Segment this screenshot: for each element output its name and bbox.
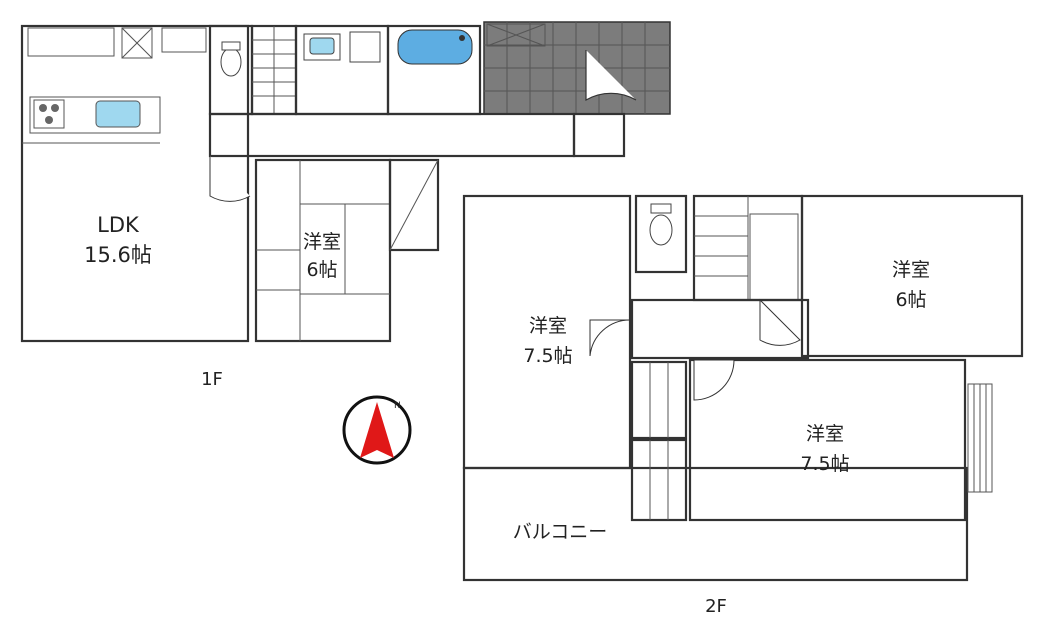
room-2f-west-size: 7.5帖 bbox=[523, 345, 572, 367]
entrance-door bbox=[585, 50, 637, 102]
pantry bbox=[121, 27, 153, 59]
ldk-room bbox=[20, 24, 250, 343]
western-room-2f-west bbox=[462, 194, 632, 470]
ldk-size: 15.6帖 bbox=[84, 243, 152, 267]
compass-north-label: N bbox=[394, 401, 401, 411]
room-2f-ne-size: 6帖 bbox=[895, 289, 926, 311]
floor-1-plan: LDK 15.6帖 洋室 6帖 1F bbox=[20, 21, 671, 390]
kitchen-counter bbox=[27, 27, 115, 57]
shoe-cabinet bbox=[486, 23, 546, 47]
floor-2-plan: 洋室 7.5帖 洋室 6帖 洋室 7.5帖 バルコニー 2F bbox=[462, 194, 1024, 617]
toilet-icon bbox=[220, 47, 242, 77]
western-room-2f-se bbox=[688, 358, 967, 522]
toilet-icon-2f bbox=[649, 214, 673, 246]
north-arrow-icon bbox=[360, 402, 394, 458]
room-2f-se-name: 洋室 bbox=[806, 423, 844, 445]
balcony bbox=[462, 466, 969, 582]
room-2f-west-name: 洋室 bbox=[529, 315, 567, 337]
hallway-1f bbox=[208, 112, 576, 158]
stove-icon bbox=[33, 99, 65, 129]
entrance-tiled bbox=[483, 21, 671, 115]
room-2f-ne-name: 洋室 bbox=[892, 259, 930, 281]
closet-2f-stair bbox=[749, 213, 799, 301]
kitchen-island bbox=[29, 96, 161, 134]
bathtub-icon bbox=[397, 29, 473, 65]
sink-icon bbox=[95, 100, 141, 128]
hallway-2f bbox=[630, 298, 810, 360]
floor-2-label: 2F bbox=[705, 596, 727, 617]
oshiire-closet bbox=[388, 158, 440, 252]
ldk-name: LDK bbox=[97, 213, 140, 237]
hall-closet-1f bbox=[572, 112, 626, 158]
compass: N bbox=[342, 395, 412, 465]
room-2f-se-size: 7.5帖 bbox=[800, 453, 849, 475]
western-room-2f-ne bbox=[800, 194, 1024, 358]
floor-1-label: 1F bbox=[201, 369, 223, 390]
closet-2f-mid-lower bbox=[630, 438, 688, 522]
room-1f-name: 洋室 bbox=[303, 231, 341, 253]
closet-2f-mid-upper bbox=[630, 360, 688, 440]
balcony-name: バルコニー bbox=[513, 521, 608, 543]
room-1f-size: 6帖 bbox=[306, 259, 337, 281]
kitchen-storage bbox=[161, 27, 207, 53]
toilet-2f bbox=[634, 194, 688, 274]
